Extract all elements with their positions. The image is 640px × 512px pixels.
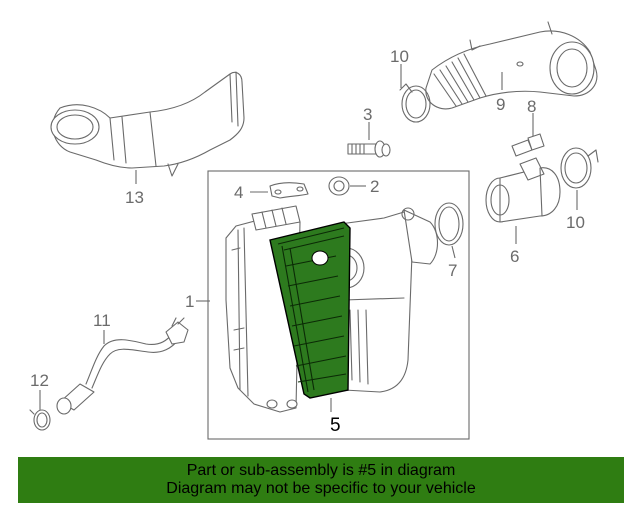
callout-7: 7 (448, 261, 457, 280)
callout-2: 2 (370, 177, 379, 196)
small-bolt-part[interactable] (511, 133, 545, 157)
callout-9: 9 (496, 95, 505, 114)
banner-line-1: Part or sub-assembly is #5 in diagram (186, 462, 456, 479)
callout-10-right: 10 (566, 213, 585, 232)
assembly-frame (207, 170, 470, 440)
callout-8: 8 (527, 97, 536, 116)
callout-13: 13 (125, 188, 144, 207)
callout-12: 12 (30, 371, 49, 390)
leader-lines (39, 64, 578, 412)
seal-ring-part[interactable] (434, 202, 464, 246)
callout-4: 4 (234, 183, 243, 202)
airflow-sensor-part[interactable] (485, 157, 561, 223)
info-banner: Part or sub-assembly is #5 in diagram Di… (18, 457, 624, 503)
banner-line-2: Diagram may not be specific to your vehi… (166, 480, 476, 497)
callout-11: 11 (93, 311, 111, 330)
air-filter-element-part[interactable] (269, 221, 351, 399)
breather-hose-part[interactable] (56, 317, 189, 415)
bolt-part[interactable] (347, 140, 391, 158)
bracket-part[interactable] (269, 182, 309, 199)
intake-duct-part[interactable] (50, 71, 245, 177)
callout-10-top: 10 (390, 47, 409, 66)
hose-clamp-part[interactable] (399, 83, 431, 123)
callout-6: 6 (510, 247, 519, 266)
callout-labels: 1 2 3 4 5 6 7 8 9 10 10 11 12 13 (30, 47, 585, 436)
small-clamp-part[interactable] (29, 409, 51, 431)
callout-5: 5 (330, 415, 341, 436)
hose-clamp-part[interactable] (560, 147, 599, 189)
air-hose-part[interactable] (425, 21, 598, 110)
grommet-part[interactable] (328, 176, 350, 196)
callout-1: 1 (185, 292, 194, 311)
callout-3: 3 (363, 105, 372, 124)
